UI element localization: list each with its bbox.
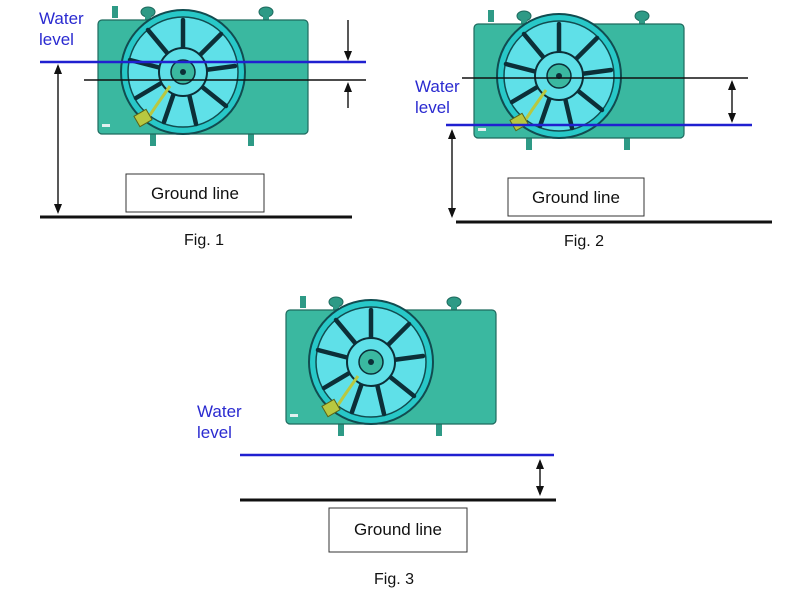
- figure-caption: Fig. 1: [184, 232, 224, 249]
- radiator-fan-assembly-icon: [474, 10, 684, 150]
- water-level-label: Water level: [415, 77, 464, 117]
- ground-line-box: [125, 173, 265, 213]
- figure-caption: Fig. 2: [564, 233, 604, 250]
- double-arrow-icon: [448, 129, 456, 218]
- ground-line-label: Ground line: [151, 184, 239, 203]
- double-arrow-icon: [536, 459, 544, 496]
- clearance-arrow-icon: [344, 20, 352, 108]
- double-arrow-icon: [54, 64, 62, 214]
- double-arrow-icon: [728, 80, 736, 123]
- figure-caption: Fig. 3: [374, 571, 414, 588]
- ground-line-label: Ground line: [354, 520, 442, 539]
- radiator-fan-assembly-icon: [286, 296, 496, 436]
- radiator-fan-assembly-icon: [98, 6, 308, 146]
- water-level-label: Water level: [197, 402, 246, 442]
- figure-1: Water level Ground line Fig. 1: [39, 6, 366, 249]
- ground-line-label: Ground line: [532, 188, 620, 207]
- ground-line-box: [507, 177, 645, 217]
- water-level-label: Water level: [39, 9, 88, 49]
- figure-3: Water level Ground line Fig. 3: [197, 296, 556, 588]
- figure-2: Water level Ground line Fig. 2: [415, 10, 772, 250]
- ground-line-box: [328, 507, 468, 553]
